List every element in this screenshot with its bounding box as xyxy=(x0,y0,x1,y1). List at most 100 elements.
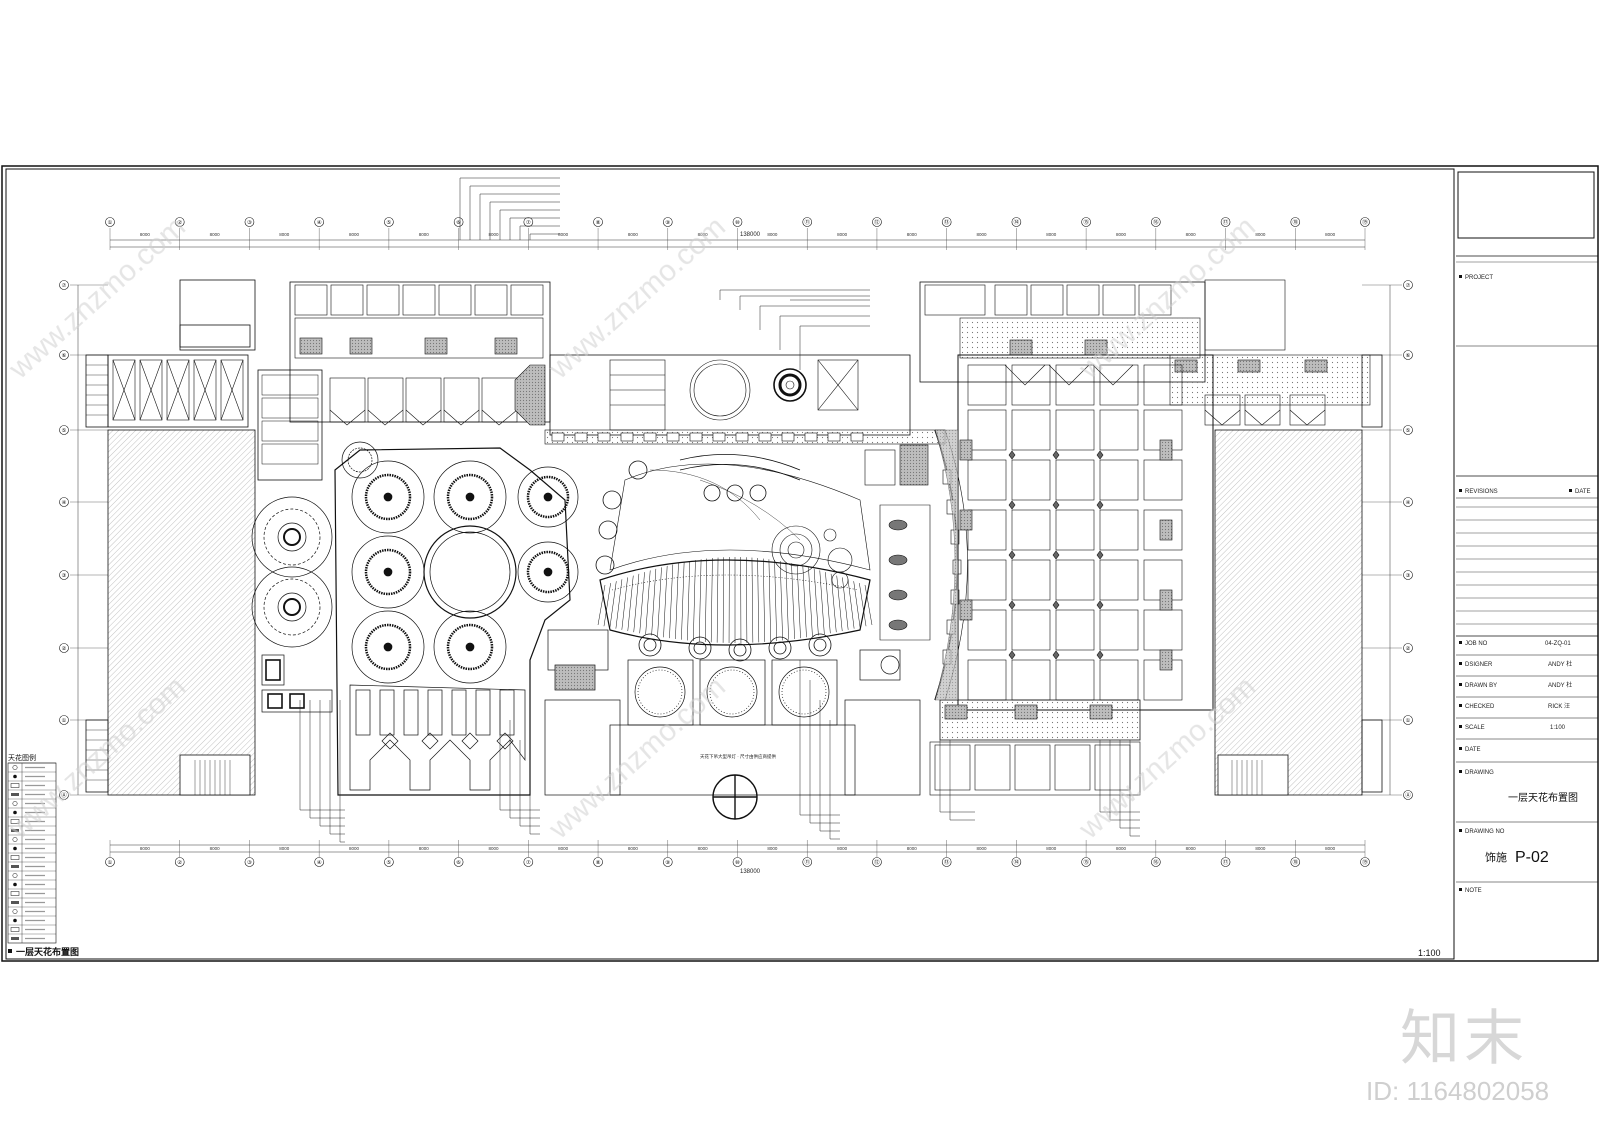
grid-column-bubble xyxy=(1011,857,1022,867)
bay-dimension: 8000 xyxy=(1116,846,1127,851)
revolving-door xyxy=(712,774,758,820)
grid-row-bubble xyxy=(59,790,69,800)
ceiling-domes xyxy=(351,460,579,684)
bay-dimension: 8000 xyxy=(698,232,709,237)
bay-dimension: 8000 xyxy=(140,232,151,237)
bay-dimension: 8000 xyxy=(419,846,430,851)
grid-row-label: ⑦ xyxy=(62,282,67,289)
grid-column-label: ⑯ xyxy=(1153,218,1159,226)
grid-column-label: ⑱ xyxy=(1293,858,1299,866)
drawing-no-prefix: 饰施 xyxy=(1485,850,1507,864)
checked-value: RICK 汪 xyxy=(1548,702,1570,710)
sheet-border xyxy=(1,165,1599,962)
grid-column-label: ⑲ xyxy=(1362,218,1368,226)
grid-column-label: ⑬ xyxy=(944,858,950,866)
grid-column-label: ⑦ xyxy=(526,219,531,226)
grid-column-bubble xyxy=(1360,857,1370,867)
note-label: NOTE xyxy=(1465,888,1482,894)
job-no-label: JOB NO xyxy=(1465,641,1488,647)
bay-dimension: 8000 xyxy=(488,232,499,237)
grid-column-label: ⑱ xyxy=(1293,218,1299,226)
grid-column-bubble xyxy=(662,217,673,227)
grid-column-bubble xyxy=(662,857,673,867)
grid-column-bubble xyxy=(1290,857,1301,867)
grid-column-bubble xyxy=(384,217,394,227)
grid-column-label: ① xyxy=(108,219,113,226)
grid-column-label: ③ xyxy=(247,219,252,226)
bottom-scale: 1:100 xyxy=(1418,948,1441,958)
grid-column-bubble xyxy=(1220,857,1231,867)
grid-column-label: ⑮ xyxy=(1083,218,1089,226)
grid-row-bubble xyxy=(1403,497,1413,507)
grid-column-label: ⑧ xyxy=(596,219,601,226)
grid-column-bubble xyxy=(1081,217,1091,227)
grid-row-bubble xyxy=(59,280,69,290)
grid-row-bubble xyxy=(1403,350,1413,360)
grid-column-label: ⑩ xyxy=(735,219,740,226)
grid-column-bubble xyxy=(872,217,882,227)
grid-column-bubble xyxy=(802,217,813,227)
bay-dimension: 8000 xyxy=(140,846,151,851)
bay-dimension: 8000 xyxy=(977,232,988,237)
grid-row-bubble xyxy=(59,643,69,653)
grid-column-bubble xyxy=(1151,857,1161,867)
brand-watermark: 知末 xyxy=(1400,1004,1528,1074)
grid-column-bubble xyxy=(174,857,185,867)
bay-dimension: 8000 xyxy=(628,846,639,851)
bay-dimension: 8000 xyxy=(558,232,569,237)
bay-dimension: 8000 xyxy=(1325,846,1336,851)
louver-ceiling xyxy=(597,454,873,646)
bay-dimension: 8000 xyxy=(767,232,778,237)
date-label: DATE xyxy=(1465,747,1481,753)
grid-row-label: ① xyxy=(62,717,67,724)
designer-label: DSIGNER xyxy=(1465,662,1493,668)
bay-dimension: 8000 xyxy=(1255,232,1266,237)
grid-column-label: ⑥ xyxy=(456,219,461,226)
bay-dimension: 8000 xyxy=(1186,846,1197,851)
grid-row-label: ① xyxy=(1406,717,1411,724)
grid-column-label: ⑭ xyxy=(1014,218,1020,226)
bay-dimension: 8000 xyxy=(210,846,221,851)
image-id-watermark: ID: 1164802058 xyxy=(1366,1076,1550,1106)
grid-column-bubble xyxy=(1290,217,1301,227)
bay-dimension: 8000 xyxy=(1046,232,1057,237)
grid-column-bubble xyxy=(523,217,534,227)
legend-title: 天花图例 xyxy=(8,753,36,762)
left-hall xyxy=(107,429,256,796)
grid-column-bubble xyxy=(1360,217,1370,227)
bay-dimension: 8000 xyxy=(698,846,709,851)
grid-row-bubble xyxy=(1403,280,1413,290)
grid-column-bubble xyxy=(593,217,603,227)
bay-dimension: 8000 xyxy=(837,846,848,851)
watermark-1: www.znzmo.com xyxy=(2,210,192,386)
bay-dimension: 8000 xyxy=(767,846,778,851)
grid-column-label: ② xyxy=(177,219,182,226)
grid-column-label: ⑩ xyxy=(735,859,740,866)
grid-column-bubble xyxy=(384,857,394,867)
grid-column-label: ⑪ xyxy=(804,218,810,226)
grid-column-bubble xyxy=(802,857,813,867)
grid-row-bubble xyxy=(1403,425,1413,435)
grid-row-label: Ⓐ xyxy=(61,791,67,799)
bay-dimension: 8000 xyxy=(837,232,848,237)
grid-column-bubble xyxy=(244,217,255,227)
grid-column-label: ④ xyxy=(317,219,322,226)
grid-column-label: ⑥ xyxy=(456,859,461,866)
grid-row-label: ⑦ xyxy=(1406,282,1411,289)
grid-row-label: ③ xyxy=(1406,572,1411,579)
center-note: 天花下吊大型吊灯 · 尺寸由供应商提供 xyxy=(700,753,776,760)
grid-column-bubble xyxy=(105,857,115,867)
grid-column-bubble xyxy=(244,857,255,867)
grid-row-label: ⑥ xyxy=(1406,352,1411,359)
right-hall xyxy=(1214,429,1363,796)
grid-row-label: ② xyxy=(1406,645,1411,652)
grid-column-bubble xyxy=(1151,217,1161,227)
grid-column-bubble xyxy=(941,217,952,227)
grid-column-label: ① xyxy=(108,859,113,866)
grid-column-bubble xyxy=(593,857,603,867)
grid-row-label: ③ xyxy=(62,572,67,579)
designer-value: ANDY 杜 xyxy=(1548,660,1572,668)
bay-dimension: 8000 xyxy=(488,846,499,851)
grid-column-bubble xyxy=(872,857,882,867)
